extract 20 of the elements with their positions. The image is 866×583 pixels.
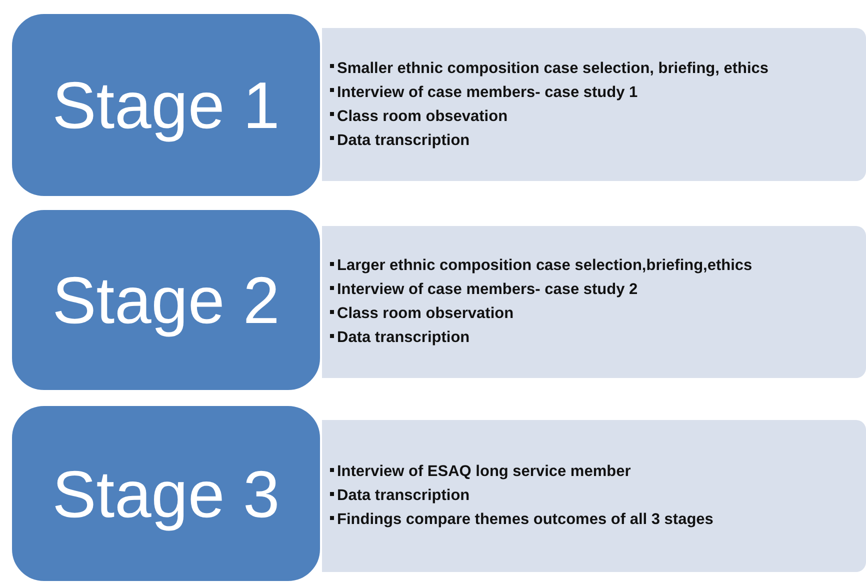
bullet-text: Data transcription: [330, 128, 470, 152]
bullet-text: Data transcription: [330, 484, 470, 508]
details-panel: [322, 420, 866, 572]
bullet-text: Class room observation: [330, 302, 514, 326]
details-panel: [322, 226, 866, 378]
details-panel: [322, 28, 866, 181]
bullet-text: Class room obsevation: [330, 104, 508, 128]
bullet-text: Interview of case members- case study 1: [330, 80, 638, 104]
bullet-text: Smaller ethnic composition case selection, briefing, ethics: [330, 56, 769, 80]
stage-box: [10, 404, 322, 583]
stage-title: Stage 3: [52, 456, 280, 532]
stage-box: [10, 208, 322, 392]
bullet-text: Interview of ESAQ long service member: [330, 460, 631, 484]
bullet-text: Interview of case members- case study 2: [330, 278, 638, 302]
bullet-text: Data transcription: [330, 326, 470, 350]
stage-title: Stage 2: [52, 262, 280, 338]
bullet-text: Findings compare themes outcomes of all 3 stages: [330, 508, 714, 532]
stage-box: [10, 12, 322, 198]
bullet-text: Larger ethnic composition case selection,briefing,ethics: [330, 254, 752, 278]
stage-title: Stage 1: [52, 67, 280, 143]
